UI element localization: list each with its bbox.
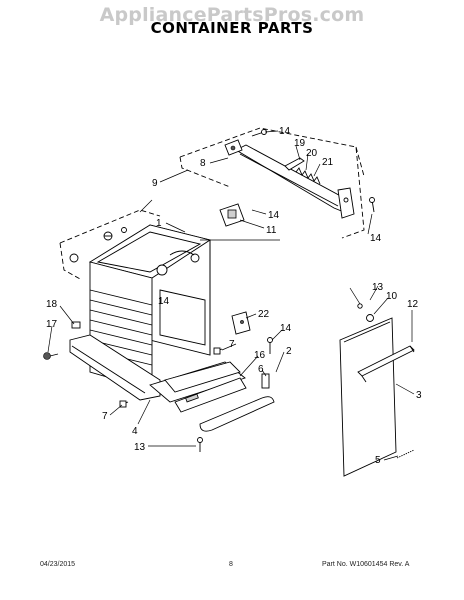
diagram-title: CONTAINER PARTS [150, 19, 314, 37]
callout-labels: 14 19 20 21 8 9 14 14 11 1 14 18 17 22 1… [46, 126, 422, 466]
callout-2: 2 [286, 346, 292, 357]
callout-9: 9 [152, 178, 158, 189]
mount-bracket-group [59, 209, 161, 281]
watermark: AppliancePartsPros.com [99, 4, 365, 26]
callout-7: 7 [102, 411, 108, 422]
callout-15: 17 [46, 319, 58, 330]
callout-14: 14 [279, 126, 291, 137]
callout-14: 14 [370, 233, 382, 244]
callout-14: 14 [268, 210, 280, 221]
clip-icon [71, 321, 81, 329]
footer-part-number: Part No. W10601454 Rev. A [322, 561, 410, 568]
callout-20: 21 [322, 157, 334, 168]
callout-17: 16 [254, 350, 266, 361]
hinge-bracket-21 [231, 311, 251, 335]
callout-8: 8 [200, 158, 206, 169]
callout-3: 3 [416, 390, 422, 401]
callout-14: 14 [158, 296, 170, 307]
callout-11: 11 [266, 225, 277, 236]
screw-icon [267, 337, 273, 354]
callout-7: 7 [229, 339, 235, 350]
footer-page-number: 8 [229, 561, 233, 568]
hinge-bracket-11 [219, 203, 245, 227]
callout-5: 5 [375, 455, 381, 466]
top-rail-assembly [179, 127, 365, 239]
callout-19: 20 [306, 148, 318, 159]
leader-lines [47, 130, 415, 461]
screw-icon [43, 352, 59, 360]
callout-16: 18 [46, 299, 58, 310]
front-handle [174, 377, 275, 432]
callout-10: 10 [386, 291, 398, 302]
spring [295, 167, 321, 185]
clip-icon [261, 373, 270, 389]
callout-13: 13 [134, 442, 146, 453]
callout-12: 12 [407, 299, 419, 310]
door-panel [339, 303, 415, 477]
screw-icon [197, 437, 203, 452]
callout-1: 1 [156, 218, 162, 229]
footer-date: 04/23/2015 [40, 561, 76, 568]
screw-icon [119, 400, 129, 408]
container-body [69, 224, 246, 403]
callout-14: 14 [280, 323, 292, 334]
screw-icon [251, 129, 267, 137]
screw-icon [369, 197, 375, 213]
screw-icon [213, 347, 223, 355]
callout-13: 13 [372, 282, 384, 293]
callout-6: 6 [258, 364, 264, 375]
callout-18: 19 [294, 138, 306, 149]
callout-4: 4 [132, 426, 138, 437]
callout-21: 22 [258, 309, 270, 320]
